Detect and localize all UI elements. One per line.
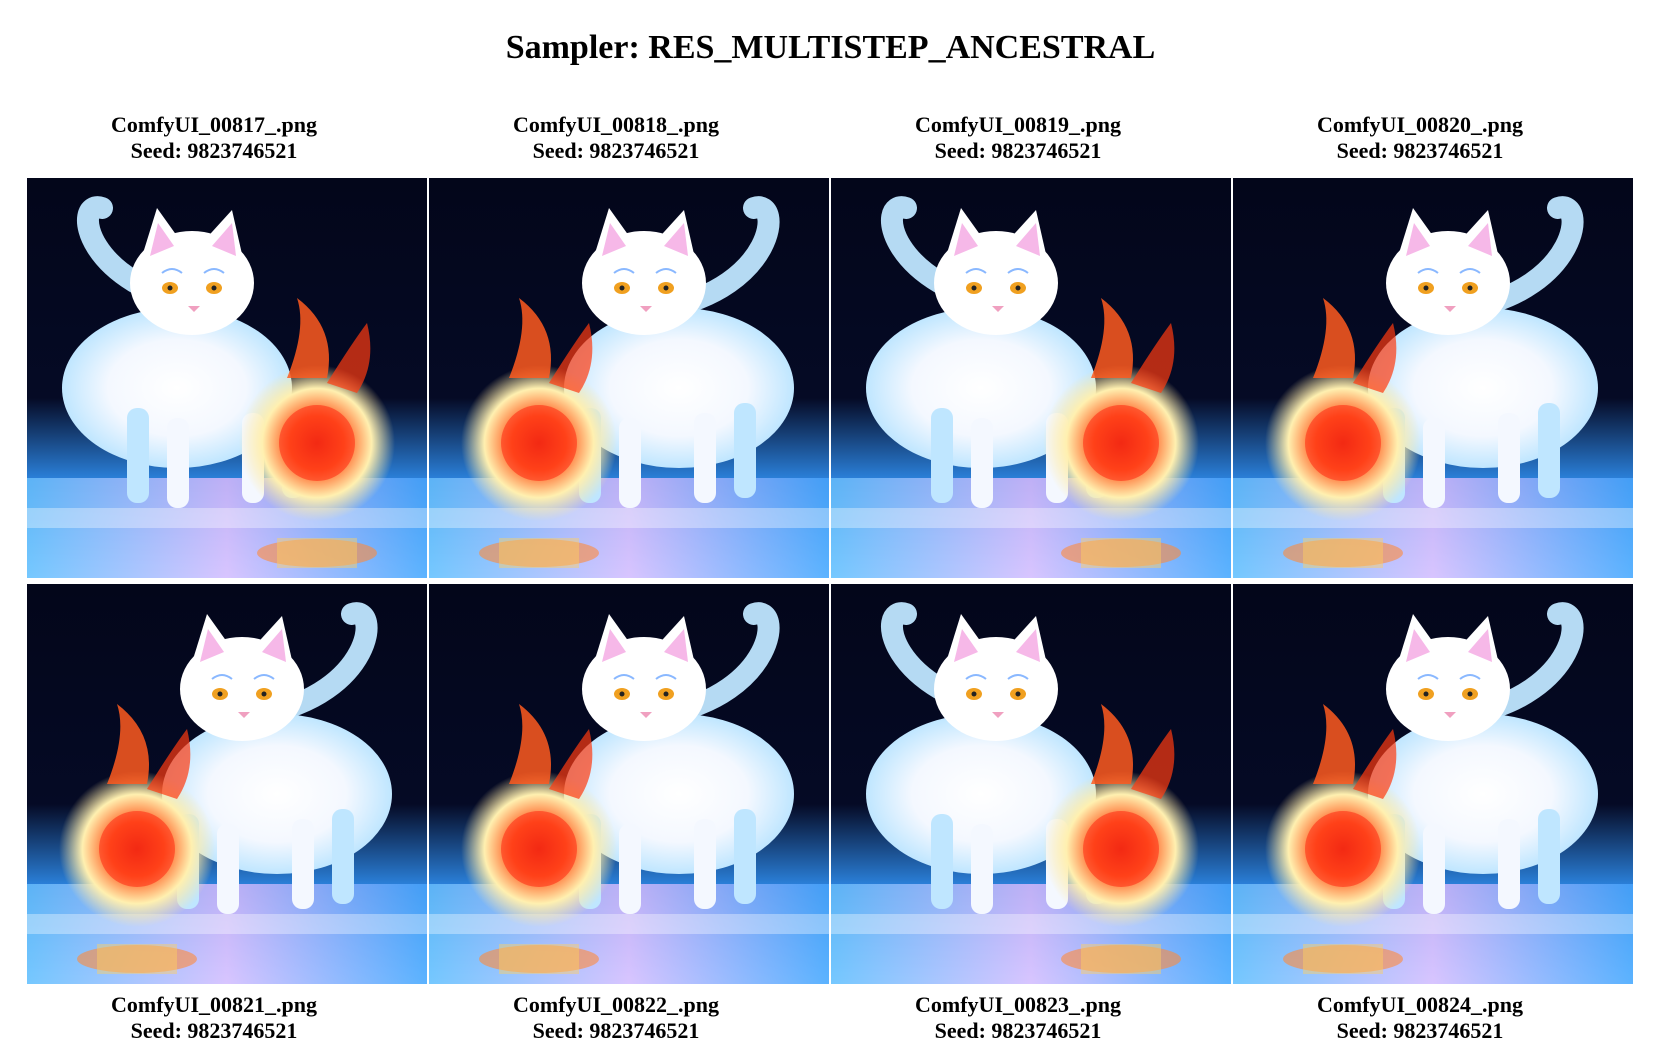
image-filename: ComfyUI_00821_.png: [111, 992, 317, 1017]
generated-image: [1233, 178, 1633, 578]
image-filename: ComfyUI_00820_.png: [1317, 112, 1523, 137]
image-caption: ComfyUI_00820_.png Seed: 9823746521: [1220, 112, 1620, 164]
image-illustration: [1233, 584, 1633, 984]
image-filename: ComfyUI_00817_.png: [111, 112, 317, 137]
image-seed: Seed: 9823746521: [130, 1018, 298, 1043]
page-title: Sampler: RES_MULTISTEP_ANCESTRAL: [505, 29, 1156, 66]
image-filename: ComfyUI_00818_.png: [513, 112, 719, 137]
generated-image: [27, 584, 427, 984]
image-seed: Seed: 9823746521: [532, 138, 700, 163]
generated-image: [429, 178, 829, 578]
image-caption: ComfyUI_00824_.png Seed: 9823746521: [1220, 992, 1620, 1044]
image-seed: Seed: 9823746521: [934, 138, 1102, 163]
image-caption: ComfyUI_00817_.png Seed: 9823746521: [14, 112, 414, 164]
image-seed: Seed: 9823746521: [934, 1018, 1102, 1043]
image-caption: ComfyUI_00823_.png Seed: 9823746521: [818, 992, 1218, 1044]
generated-image: [1233, 584, 1633, 984]
generated-image: [27, 178, 427, 578]
image-illustration: [429, 584, 829, 984]
image-seed: Seed: 9823746521: [1336, 1018, 1504, 1043]
generated-image: [831, 584, 1231, 984]
image-seed: Seed: 9823746521: [532, 1018, 700, 1043]
image-caption: ComfyUI_00821_.png Seed: 9823746521: [14, 992, 414, 1044]
image-caption: ComfyUI_00819_.png Seed: 9823746521: [818, 112, 1218, 164]
image-filename: ComfyUI_00824_.png: [1317, 992, 1523, 1017]
image-filename: ComfyUI_00822_.png: [513, 992, 719, 1017]
image-seed: Seed: 9823746521: [1336, 138, 1504, 163]
image-illustration: [1233, 178, 1633, 578]
image-illustration: [831, 178, 1231, 578]
image-seed: Seed: 9823746521: [130, 138, 298, 163]
generated-image: [429, 584, 829, 984]
image-illustration: [27, 584, 427, 984]
image-caption: ComfyUI_00818_.png Seed: 9823746521: [416, 112, 816, 164]
image-illustration: [429, 178, 829, 578]
image-illustration: [27, 178, 427, 578]
image-caption: ComfyUI_00822_.png Seed: 9823746521: [416, 992, 816, 1044]
generated-image: [831, 178, 1231, 578]
image-filename: ComfyUI_00819_.png: [915, 112, 1121, 137]
image-filename: ComfyUI_00823_.png: [915, 992, 1121, 1017]
image-illustration: [831, 584, 1231, 984]
